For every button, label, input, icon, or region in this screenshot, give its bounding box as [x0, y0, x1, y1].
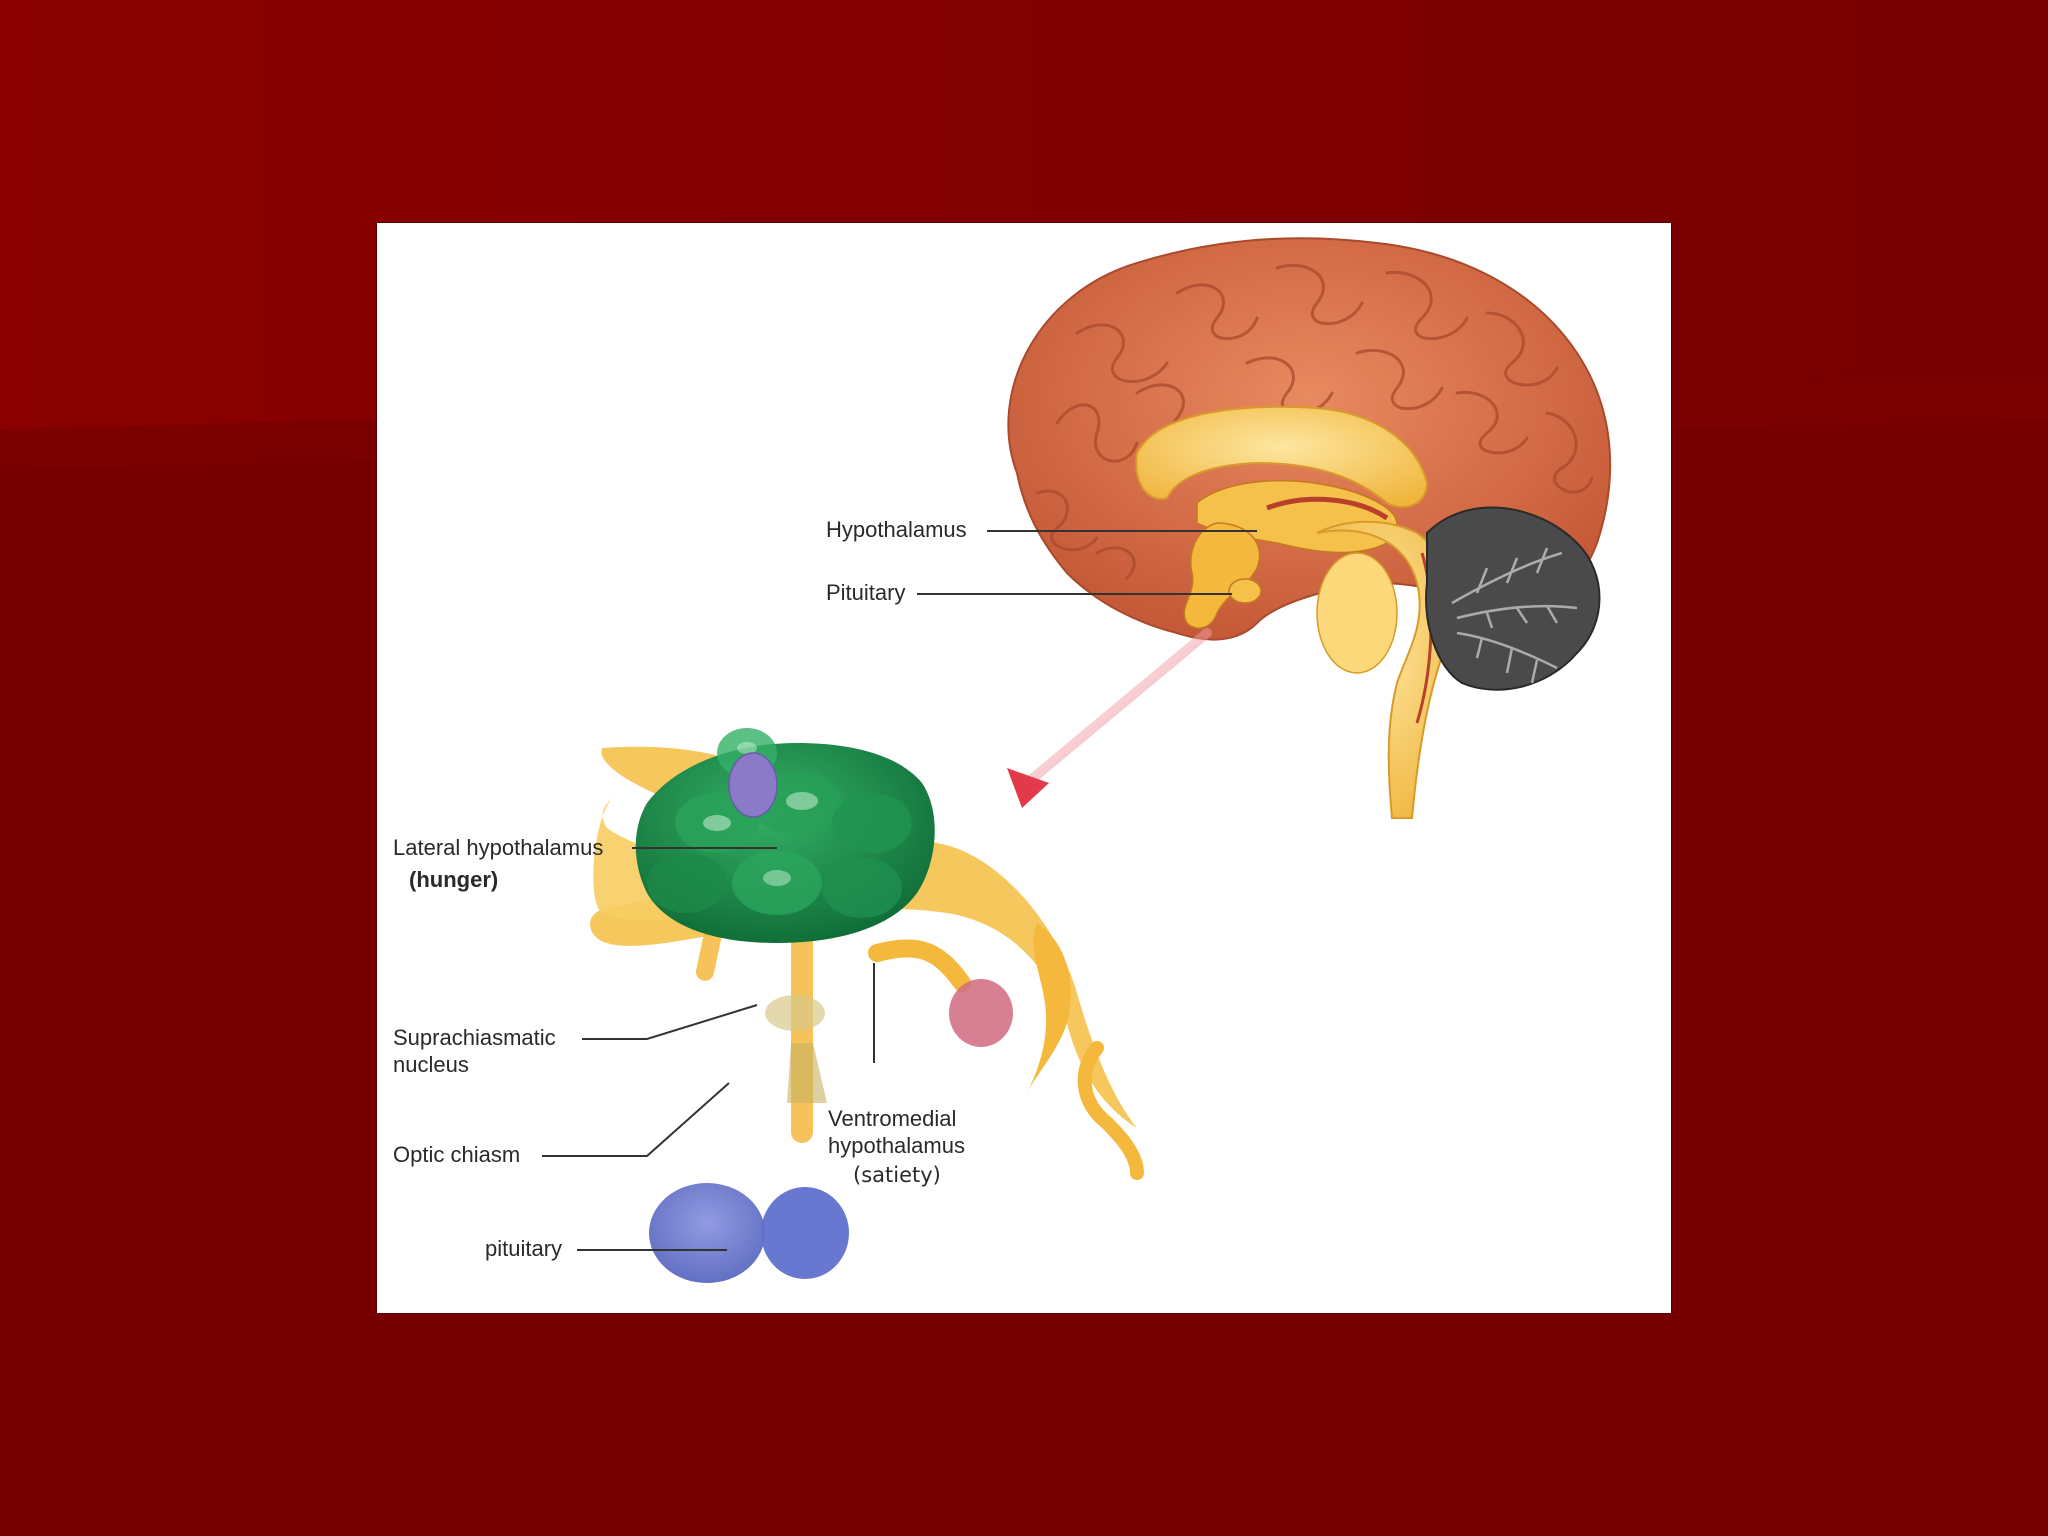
label-optic-chiasm: Optic chiasm — [393, 1142, 521, 1167]
hook-structure — [1077, 1041, 1144, 1180]
label-pituitary-lower: pituitary — [485, 1236, 563, 1261]
suprachiasmatic-sphere — [765, 995, 825, 1031]
suprachiasmatic-leader-line — [582, 1004, 758, 1040]
brainstem — [1316, 520, 1454, 819]
ventromedial-sphere — [949, 979, 1013, 1047]
label-lateral-hypothalamus: Lateral hypothalamus — [393, 835, 604, 860]
label-hypothalamus: Hypothalamus — [826, 517, 967, 542]
ventricle-line — [1266, 496, 1389, 521]
diagram-panel: Hypothalamus Pituitary Lateral hypothala… — [376, 222, 1672, 1314]
label-suprachiasmatic-1: Suprachiasmatic — [393, 1025, 556, 1050]
mammillary-stalk — [1027, 923, 1071, 1093]
pons — [1316, 552, 1398, 674]
hypothalamus-region — [1183, 522, 1261, 629]
label-ventromedial-1: Ventromedial — [828, 1106, 957, 1131]
pituitary-gland-upper — [1228, 578, 1262, 604]
gyri-folds — [1035, 263, 1594, 580]
anterior-nucleus-sphere — [728, 752, 778, 818]
label-suprachiasmatic-2: nucleus — [393, 1052, 469, 1077]
magnify-arrow — [1007, 628, 1212, 808]
label-ventromedial-2: hypothalamus — [828, 1133, 965, 1158]
brain-illustration — [542, 237, 1612, 1283]
enlarged-hypothalamus — [542, 728, 1144, 1283]
corpus-callosum — [1135, 405, 1429, 508]
pituitary-anterior-lobe — [649, 1183, 765, 1283]
arbor-vitae — [1451, 547, 1578, 684]
cerebellum — [1425, 506, 1601, 691]
optic-chiasm-leader-line — [542, 1082, 730, 1157]
optic-tract — [590, 746, 1137, 1128]
label-hunger: (hunger) — [409, 867, 499, 892]
posterior-tract — [868, 939, 971, 992]
lateral-hypothalamus-mass — [635, 728, 935, 943]
pituitary-stalk — [787, 1043, 827, 1103]
sagittal-brain — [917, 237, 1612, 819]
label-satiety: (satiety) — [853, 1163, 941, 1187]
pituitary-posterior-lobe — [761, 1187, 849, 1279]
label-pituitary-upper: Pituitary — [826, 580, 906, 605]
